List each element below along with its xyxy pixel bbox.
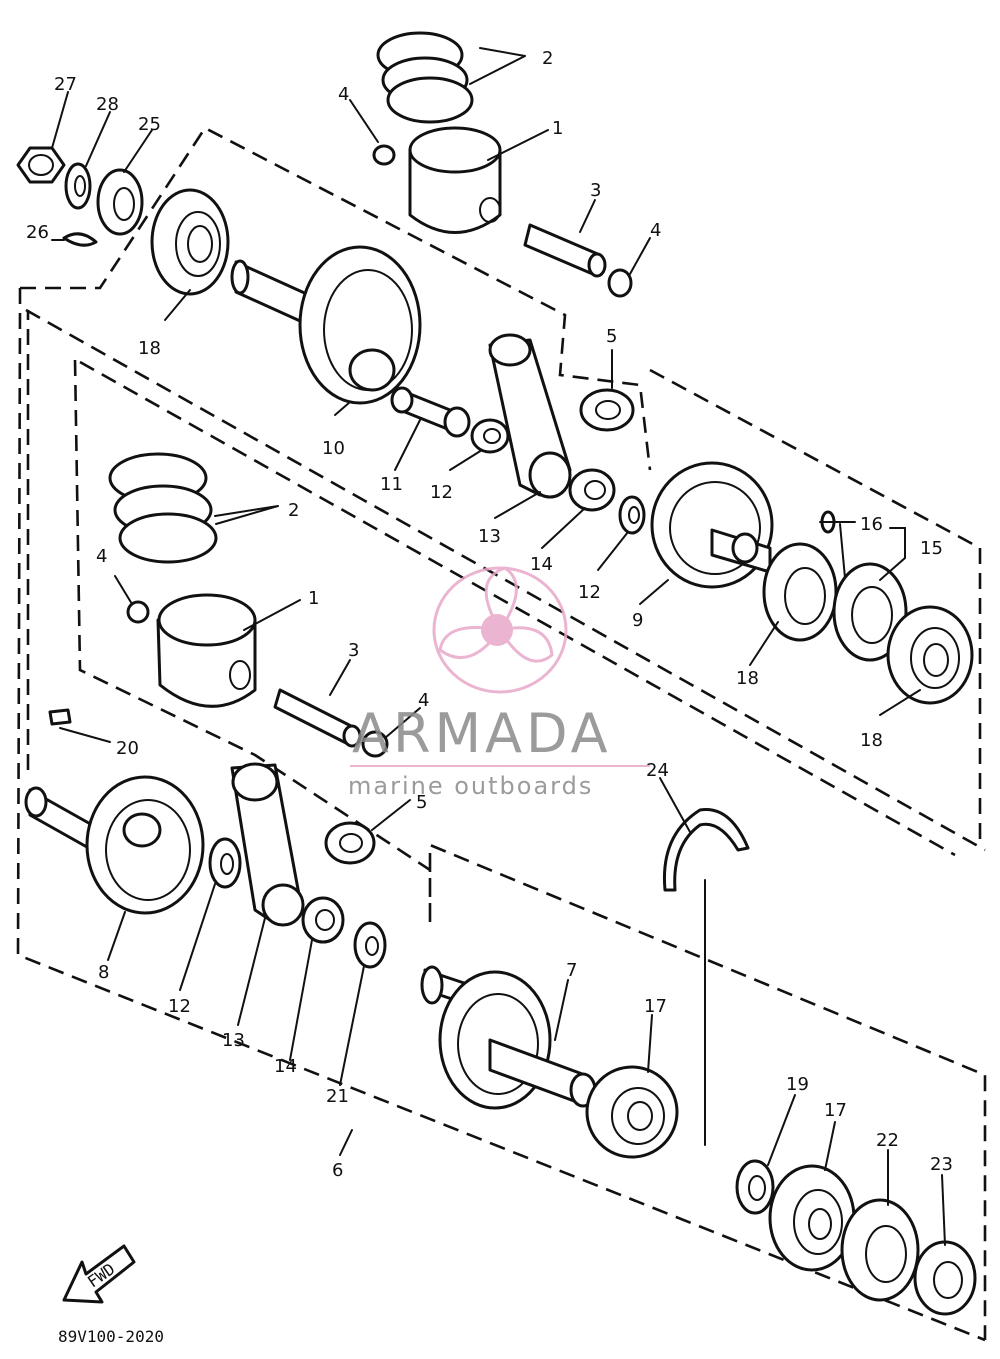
crankshaft-half-7 [420, 965, 597, 1110]
label-4a: 4 [338, 84, 349, 105]
piston-1-lower [156, 593, 257, 708]
label-9: 9 [632, 610, 643, 631]
label-24: 24 [646, 760, 669, 781]
propeller-logo-icon [432, 566, 568, 694]
label-22: 22 [876, 1130, 899, 1151]
label-10: 10 [322, 438, 345, 459]
piston-pin-3-lower [273, 688, 362, 748]
oil-seal-22 [840, 1198, 920, 1302]
connecting-rod-13-upper [488, 333, 572, 499]
woodruff-key-20 [48, 708, 72, 726]
circlip-24 [662, 807, 750, 892]
rod-set-outline-right [25, 308, 986, 852]
labyrinth-seal-15 [762, 542, 908, 662]
leader-lines [51, 47, 946, 1246]
watermark-title: ARMADA [352, 702, 612, 765]
clip-4-lower-a [126, 600, 150, 624]
connecting-rod-13-lower [230, 762, 305, 927]
label-3b: 3 [348, 640, 359, 661]
label-21: 21 [326, 1086, 349, 1107]
bearing-17-mid [585, 1065, 679, 1159]
label-8: 8 [98, 962, 109, 983]
washer-12-lower [208, 837, 242, 889]
label-27: 27 [54, 74, 77, 95]
label-19: 19 [786, 1074, 809, 1095]
needle-bearing-14-upper [568, 468, 616, 512]
piston-rings-2-lower [108, 452, 218, 564]
needle-bearing-5-lower [324, 821, 376, 865]
nut-27 [16, 146, 66, 184]
label-20: 20 [116, 738, 139, 759]
label-2a: 2 [542, 48, 553, 69]
label-12c: 12 [168, 996, 191, 1017]
washer-21 [353, 921, 387, 969]
label-14a: 14 [530, 554, 553, 575]
piston-1-upper [408, 126, 502, 234]
washer-12-upper [470, 418, 510, 454]
label-4b: 4 [650, 220, 661, 241]
label-17a: 17 [644, 996, 667, 1017]
label-16: 16 [860, 514, 883, 535]
group-outlines [16, 126, 987, 1342]
crank-assembly-outline [16, 288, 986, 1342]
label-13b: 13 [222, 1030, 245, 1051]
label-23: 23 [930, 1154, 953, 1175]
upper-crank-group-outline [20, 126, 652, 471]
label-18c: 18 [860, 730, 883, 751]
crank-pin-11 [390, 386, 471, 438]
gear-23 [913, 1240, 977, 1316]
needle-bearing-14-lower [301, 896, 345, 944]
label-2b: 2 [288, 500, 299, 521]
diagram-code: 89V100-2020 [58, 1327, 164, 1346]
label-15: 15 [920, 538, 943, 559]
label-18a: 18 [138, 338, 161, 359]
label-1b: 1 [308, 588, 319, 609]
label-28: 28 [96, 94, 119, 115]
crankshaft-half-10 [230, 245, 422, 405]
washer-12-mid [618, 495, 646, 535]
label-13a: 13 [478, 526, 501, 547]
crank-web-9 [650, 461, 774, 589]
label-17b: 17 [824, 1100, 847, 1121]
label-4d: 4 [418, 690, 429, 711]
piston-pin-3-upper [523, 223, 607, 278]
label-5a: 5 [606, 326, 617, 347]
key-26 [62, 232, 98, 247]
shim-19 [735, 1159, 775, 1215]
bearing-18-right [886, 605, 974, 705]
rod-set-outline-upper [79, 360, 956, 857]
clip-4-lower-b [361, 730, 389, 758]
label-12b: 12 [578, 582, 601, 603]
label-14b: 14 [274, 1056, 297, 1077]
clip-4-upper-b [607, 268, 633, 298]
label-26: 26 [26, 222, 49, 243]
piston-rings-2-upper [376, 31, 474, 124]
crank-half-8 [24, 775, 205, 915]
label-1a: 1 [552, 118, 563, 139]
clip-4-upper-a [372, 144, 396, 166]
label-7: 7 [566, 960, 577, 981]
label-18b: 18 [736, 668, 759, 689]
label-6: 6 [332, 1160, 343, 1181]
bearing-17-lower [768, 1164, 856, 1272]
oil-seal-25 [96, 168, 144, 236]
label-4c: 4 [96, 546, 107, 567]
watermark-subtitle: marine outboards [348, 772, 593, 800]
watermark: ARMADA marine outboards [348, 566, 650, 800]
label-12a: 12 [430, 482, 453, 503]
needle-bearing-5-upper [579, 388, 635, 432]
fwd-arrow-icon: FWD [62, 1244, 136, 1304]
part-numbers: 27 28 25 26 18 10 11 12 13 2 4 1 3 4 5 1… [26, 48, 953, 1181]
bearing-18-upper-left [150, 188, 230, 296]
label-5b: 5 [416, 792, 427, 813]
label-3a: 3 [590, 180, 601, 201]
label-11: 11 [380, 474, 403, 495]
washer-28 [64, 162, 92, 210]
label-25: 25 [138, 114, 161, 135]
